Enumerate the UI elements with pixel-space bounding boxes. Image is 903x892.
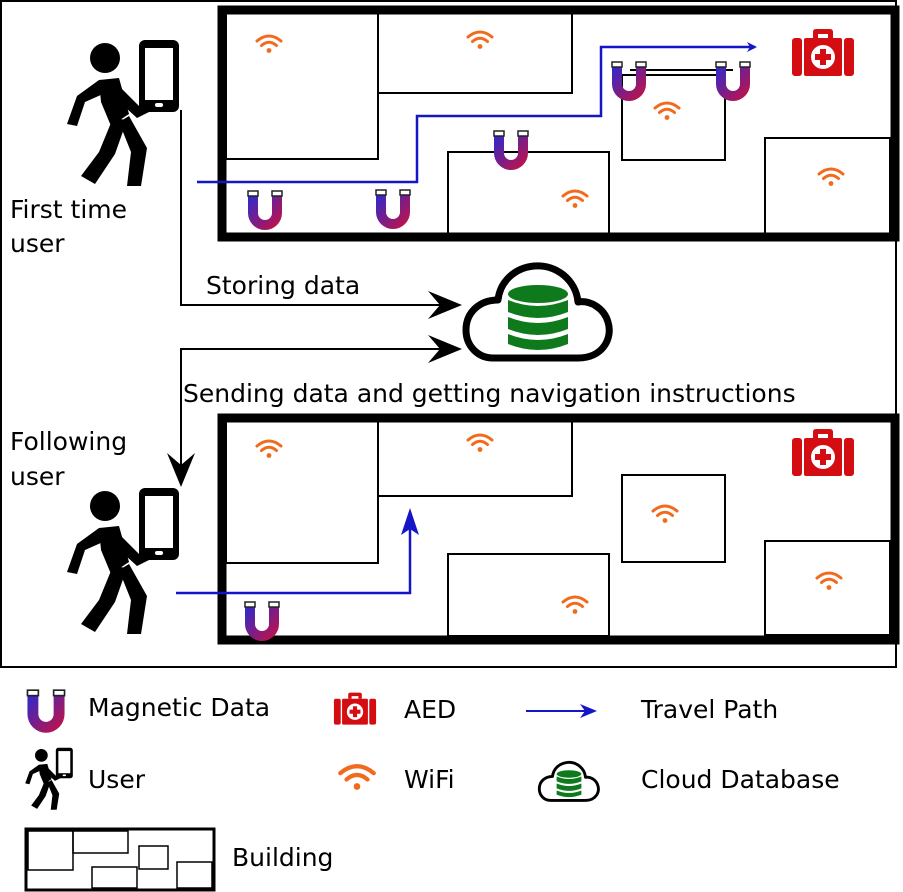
sending-data-arrow	[180, 348, 454, 478]
first-user-label-line2: user	[10, 229, 65, 258]
legend-user-label: User	[88, 765, 146, 794]
following-user-label-line2: user	[10, 462, 65, 491]
legend-user-icon	[25, 747, 73, 810]
legend-magnet-icon	[26, 689, 66, 734]
legend: Magnetic Data AED Travel Path User WiFi …	[24, 689, 840, 892]
building-top	[217, 5, 900, 242]
sending-arrowhead-user	[167, 453, 195, 487]
sending-data-label: Sending data and getting navigation inst…	[183, 379, 796, 408]
legend-travel-path-label: Travel Path	[640, 695, 778, 724]
travel-path-arrowhead	[401, 508, 419, 535]
legend-magnetic-label: Magnetic Data	[88, 693, 270, 722]
storing-arrowhead	[428, 291, 462, 319]
building-bottom	[217, 413, 900, 645]
sending-arrowhead-cloud	[428, 335, 462, 363]
storing-data-label: Storing data	[206, 271, 360, 300]
following-user-icon	[67, 488, 179, 634]
first-time-user-icon	[67, 40, 179, 186]
legend-wifi-icon	[340, 766, 374, 790]
legend-building-icon	[24, 827, 216, 892]
legend-cloud-database-icon	[537, 760, 601, 803]
legend-building-label: Building	[232, 843, 333, 872]
first-user-label-line1: First time	[10, 195, 127, 224]
legend-cloud-label: Cloud Database	[641, 765, 840, 794]
legend-travel-path-arrowhead	[580, 704, 597, 718]
legend-aed-icon	[333, 692, 377, 725]
legend-aed-label: AED	[404, 695, 456, 724]
travel-path-bottom	[176, 515, 412, 595]
cloud-database-icon	[466, 266, 609, 358]
following-user-label-line1: Following	[10, 427, 127, 456]
legend-wifi-label: WiFi	[404, 765, 455, 794]
storing-data-arrow	[180, 110, 454, 306]
diagram-frame	[0, 0, 897, 668]
travel-path-top	[197, 42, 757, 184]
